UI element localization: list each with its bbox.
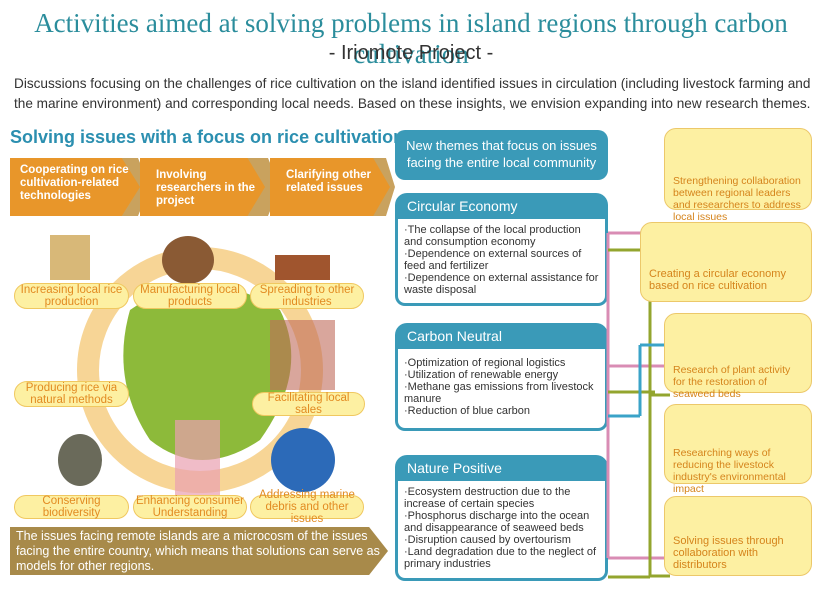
middle-header: New themes that focus on issues facing t… — [395, 130, 608, 180]
issue-item: ·Methane gas emissions from livestock ma… — [404, 381, 594, 405]
left-heading: Solving issues with a focus on rice cult… — [10, 127, 420, 147]
tourists-icon — [175, 420, 220, 495]
cat-icon — [58, 434, 102, 486]
island-icon — [123, 285, 292, 460]
cycle-label: Increasing local rice production — [14, 283, 129, 309]
issue-item: ·Disruption caused by overtourism — [404, 534, 571, 546]
section-box: ·Ecosystem destruction due to the increa… — [395, 481, 608, 581]
cycle-label: Addressing marine debris and other issue… — [250, 489, 364, 525]
cycle-label: Conserving biodiversity — [14, 495, 129, 519]
section-title: Carbon Neutral — [395, 323, 608, 349]
issue-item: ·Dependence on external sources of feed … — [404, 248, 582, 272]
cycle-illustration — [50, 235, 335, 495]
conclusion-banner: The issues facing remote islands are a m… — [10, 527, 388, 575]
section-box: ·The collapse of the local production an… — [395, 219, 608, 306]
shop-icon — [270, 320, 335, 390]
connector-olive — [608, 248, 670, 579]
connector-pink — [606, 231, 670, 560]
cycle-label: Facilitating local sales — [252, 392, 365, 416]
issue-item: ·The collapse of the local production an… — [404, 224, 581, 248]
cycle-label: Spreading to other industries — [250, 283, 364, 309]
issue-item: ·Ecosystem destruction due to the increa… — [404, 486, 571, 510]
theme-box-circular: Creating a circular economy based on ric… — [640, 222, 812, 302]
house-icon — [275, 255, 330, 280]
cycle-label: Producing rice via natural methods — [14, 381, 129, 407]
theme-box-seaweed: Research of plant activity for the resto… — [664, 313, 812, 400]
intro-text: Discussions focusing on the challenges o… — [14, 76, 811, 111]
section-title: Circular Economy — [395, 193, 608, 219]
issue-item: ·Utilization of renewable energy — [404, 369, 559, 381]
section-box: ·Optimization of regional logistics ·Uti… — [395, 349, 608, 431]
connector-lines — [606, 231, 670, 579]
jar-icon — [162, 236, 214, 284]
page-title: Activities aimed at solving problems in … — [34, 8, 788, 69]
section-title: Nature Positive — [395, 455, 608, 481]
step-1: Cooperating on rice cultivation-related … — [10, 158, 140, 216]
theme-box-collaboration: Strengthening collaboration between regi… — [664, 128, 812, 223]
issue-item: ·Reduction of blue carbon — [404, 405, 530, 417]
theme-box-livestock: Researching ways of reducing the livesto… — [664, 404, 812, 495]
step-3: Clarifying other related issues — [270, 158, 390, 216]
step-2: Involving researchers in the project — [140, 158, 265, 216]
issue-item: ·Dependence on external assistance for w… — [404, 272, 599, 296]
cycle-label: Manufacturing local products — [133, 283, 247, 309]
rice-bag-icon — [50, 235, 90, 280]
issue-item: ·Land degradation due to the neglect of … — [404, 546, 597, 570]
issue-item: ·Optimization of regional logistics — [404, 357, 566, 369]
cycle-label: Enhancing consumer Understanding — [133, 495, 247, 519]
issue-item: ·Phosphorus discharge into the ocean and… — [404, 510, 590, 534]
connector-blue — [608, 343, 670, 418]
theme-box-distributors: Solving issues through collaboration wit… — [664, 496, 812, 576]
page-subtitle: - Iriomote Project - — [328, 42, 494, 64]
ocean-icon — [271, 428, 335, 492]
